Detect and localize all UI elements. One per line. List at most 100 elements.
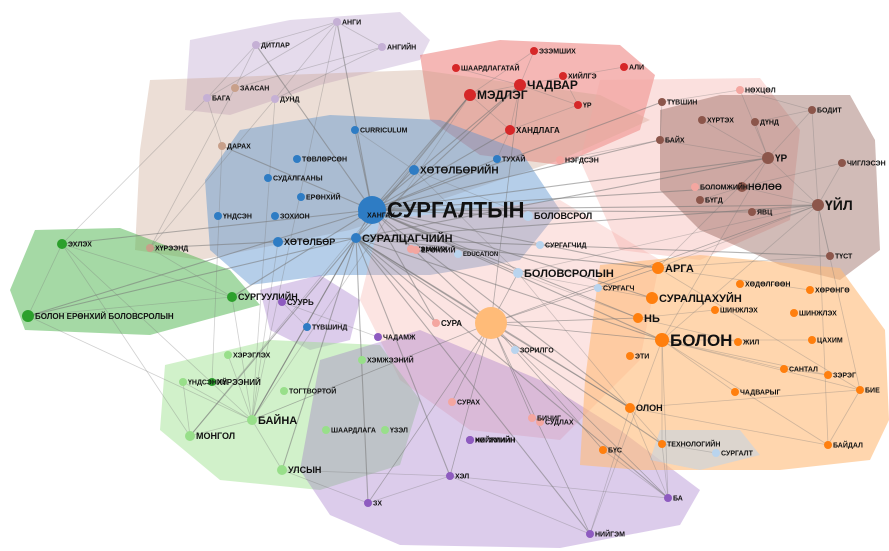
node-dot-surgalt (712, 449, 720, 457)
node-label-zereg: ЗЭРЭГ (833, 372, 856, 379)
node-surgaltyn2: СУРГАГЧИД (536, 241, 586, 249)
edge-uil-bodit (811, 109, 819, 206)
node-dot-ali (620, 63, 628, 71)
node-label-ditlar: ДИТЛАР (261, 42, 290, 49)
edge-arga-hoolooh (657, 267, 811, 291)
edge-hotolboriin-bolovsrolyn (413, 169, 519, 274)
edge-ni-shinee (637, 309, 716, 319)
node-label-bugd: БҮГД (705, 197, 723, 204)
cluster-hull-pink-right (580, 78, 800, 260)
node-dot-bie (856, 386, 864, 394)
node-sedev: САНТАЛ (780, 365, 818, 373)
edge-olon-technologiin (629, 407, 663, 445)
node-dot-surguuliin (227, 292, 237, 302)
node-zhil: ЖИЛ (734, 338, 759, 346)
node-dot-zhil (734, 338, 742, 346)
edge-suraltsagchiin-mongol (189, 237, 357, 437)
node-nolooe: НӨЛӨӨ (737, 182, 782, 192)
edge-center-ni (490, 317, 639, 324)
edge-medleg-ishiin (469, 50, 535, 96)
node-dot-hureeniid (146, 244, 154, 252)
node-dot-bolon (655, 333, 669, 347)
node-ulsyn: УЛСЫН (277, 465, 321, 475)
cluster-hull-orange (580, 255, 889, 470)
edge-chadvar-hangaltyn (509, 84, 521, 131)
node-label-sudalgaa: СУДАЛГААНЫ (273, 175, 323, 182)
node-label-bolomjiin: БОЛОМЖИЙН (700, 182, 748, 191)
node-dot-olon (625, 403, 635, 413)
node-label-ba: БА (673, 495, 683, 502)
edge-bolon-sedev (661, 339, 785, 370)
node-dot-duid (271, 95, 279, 103)
node-label-zorilgo: ЗОРИЛГО (520, 347, 554, 354)
edge-surgaltyn-center (371, 209, 492, 324)
edge-ehmeh-mongol (61, 243, 191, 437)
edge-darah-hureenii (211, 145, 223, 383)
node-tuhai: ТУХАЙ (493, 154, 525, 163)
node-label-baih: БАЙХ (665, 135, 685, 144)
cluster-hull-red (420, 40, 655, 165)
node-shinee: ШИНЖЛЭХ (711, 306, 758, 314)
edge-uil-baidal (817, 204, 829, 446)
node-nigem: НИЙГЭМ (586, 529, 625, 538)
edge-surgaltyn-ehmeh (61, 209, 373, 245)
node-dot-bolomjiin (691, 183, 699, 191)
edge-hotolboriin-curriculum (354, 129, 415, 171)
node-shaardlagatai: ШААРДЛАГАТАЙ (452, 63, 519, 72)
edge-suraltsagchiin-sura (355, 237, 437, 324)
node-dot-surgaltyn (358, 196, 386, 224)
node-ur: ҮР (762, 152, 788, 165)
node-dot-hoosol (736, 86, 744, 94)
node-dot-hergleh (224, 351, 232, 359)
node-label-angiin: АНГИЙН (387, 42, 416, 51)
node-tohiruulah: ХҮРТЭХ (698, 116, 734, 124)
node-dot-chadvartai (374, 333, 382, 341)
node-label-niimiin: НИЙГМИЙН (475, 435, 515, 444)
node-dot-surah (448, 398, 456, 406)
node-dot-center (475, 307, 507, 339)
node-shinjleh: ШИНЖЛЭХ (790, 309, 837, 317)
node-hel: ХЭЛ (446, 472, 469, 480)
node-dot-technologiin (658, 440, 666, 448)
node-uirlah: ҮНДСЭН (214, 212, 252, 220)
edge-center-nigem (490, 322, 591, 535)
node-dot-ba (664, 494, 672, 502)
node-dot-ulsyn (277, 465, 287, 475)
node-dot-sedev (780, 365, 788, 373)
node-dot-sudlah (536, 418, 544, 426)
node-ehmeh: ЭХЛЭХ (57, 239, 92, 249)
node-tsahim: ЦАХИМ (808, 336, 843, 344)
node-ybts: ЯВЦ (748, 208, 773, 216)
node-chadvar: ЧАДВАР (514, 78, 578, 92)
cluster-hull-lightblue (650, 430, 760, 470)
edge-suraltsagchiin-nigem (355, 237, 591, 535)
node-label-zaasan: ЗААСАН (240, 85, 269, 92)
node-dot-niimiin (466, 436, 474, 444)
edge-baina-angi (251, 21, 338, 421)
node-zereg: ЗЭРЭГ (824, 371, 856, 379)
node-ba: БА (664, 494, 683, 502)
node-label-technologiin: ТЕХНОЛОГИЙН (667, 439, 720, 448)
edge-ur-bodit (767, 109, 813, 159)
node-bodit: БОДИТ (808, 106, 842, 114)
edge-medleg-hangaltyn (469, 94, 511, 131)
edge-angiin-zaasan (234, 46, 383, 89)
node-surguuliin: СУРГУУЛИЙН (227, 291, 298, 302)
node-label-negdsen: НЭГДСЭН (565, 157, 599, 164)
edge-arga-uil (657, 204, 819, 269)
edge-surgaltyn-ur (371, 157, 769, 211)
node-label-hiighe: ХИЙЛГЭ (568, 71, 597, 80)
edge-baina-hotolbor (251, 241, 279, 421)
cluster-hull-brown (660, 95, 880, 280)
edge-baina-undsen (182, 381, 253, 421)
node-bolon: БОЛОН (655, 331, 732, 350)
node-label-nolooe: НӨЛӨӨ (748, 182, 782, 192)
node-dot-chiglesen (838, 159, 846, 167)
node-zh: ЗХ (364, 499, 382, 507)
node-duid2: ДҮНД (751, 118, 779, 126)
node-baidal: БАЙДАЛ (824, 440, 863, 449)
edge-ulsyn-hel (281, 469, 451, 477)
edge-ditlar-baga (206, 44, 257, 99)
edge-surgaltyn-arga (371, 209, 659, 269)
